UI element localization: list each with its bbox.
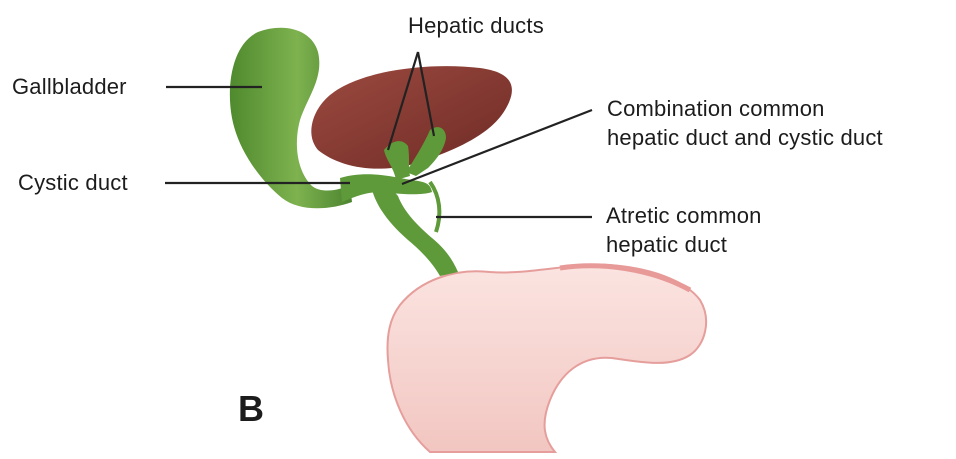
label-atretic-line2: hepatic duct bbox=[606, 231, 727, 259]
duodenum bbox=[388, 265, 707, 452]
panel-letter: B bbox=[238, 388, 264, 430]
common-bile-duct bbox=[372, 188, 458, 276]
label-hepatic-ducts: Hepatic ducts bbox=[408, 12, 544, 40]
label-cystic-duct: Cystic duct bbox=[18, 169, 128, 197]
label-atretic-line1: Atretic common bbox=[606, 202, 762, 230]
label-combination-line2: hepatic duct and cystic duct bbox=[607, 124, 883, 152]
label-gallbladder: Gallbladder bbox=[12, 73, 127, 101]
label-combination-line1: Combination common bbox=[607, 95, 825, 123]
atretic-duct-shape bbox=[430, 182, 439, 232]
